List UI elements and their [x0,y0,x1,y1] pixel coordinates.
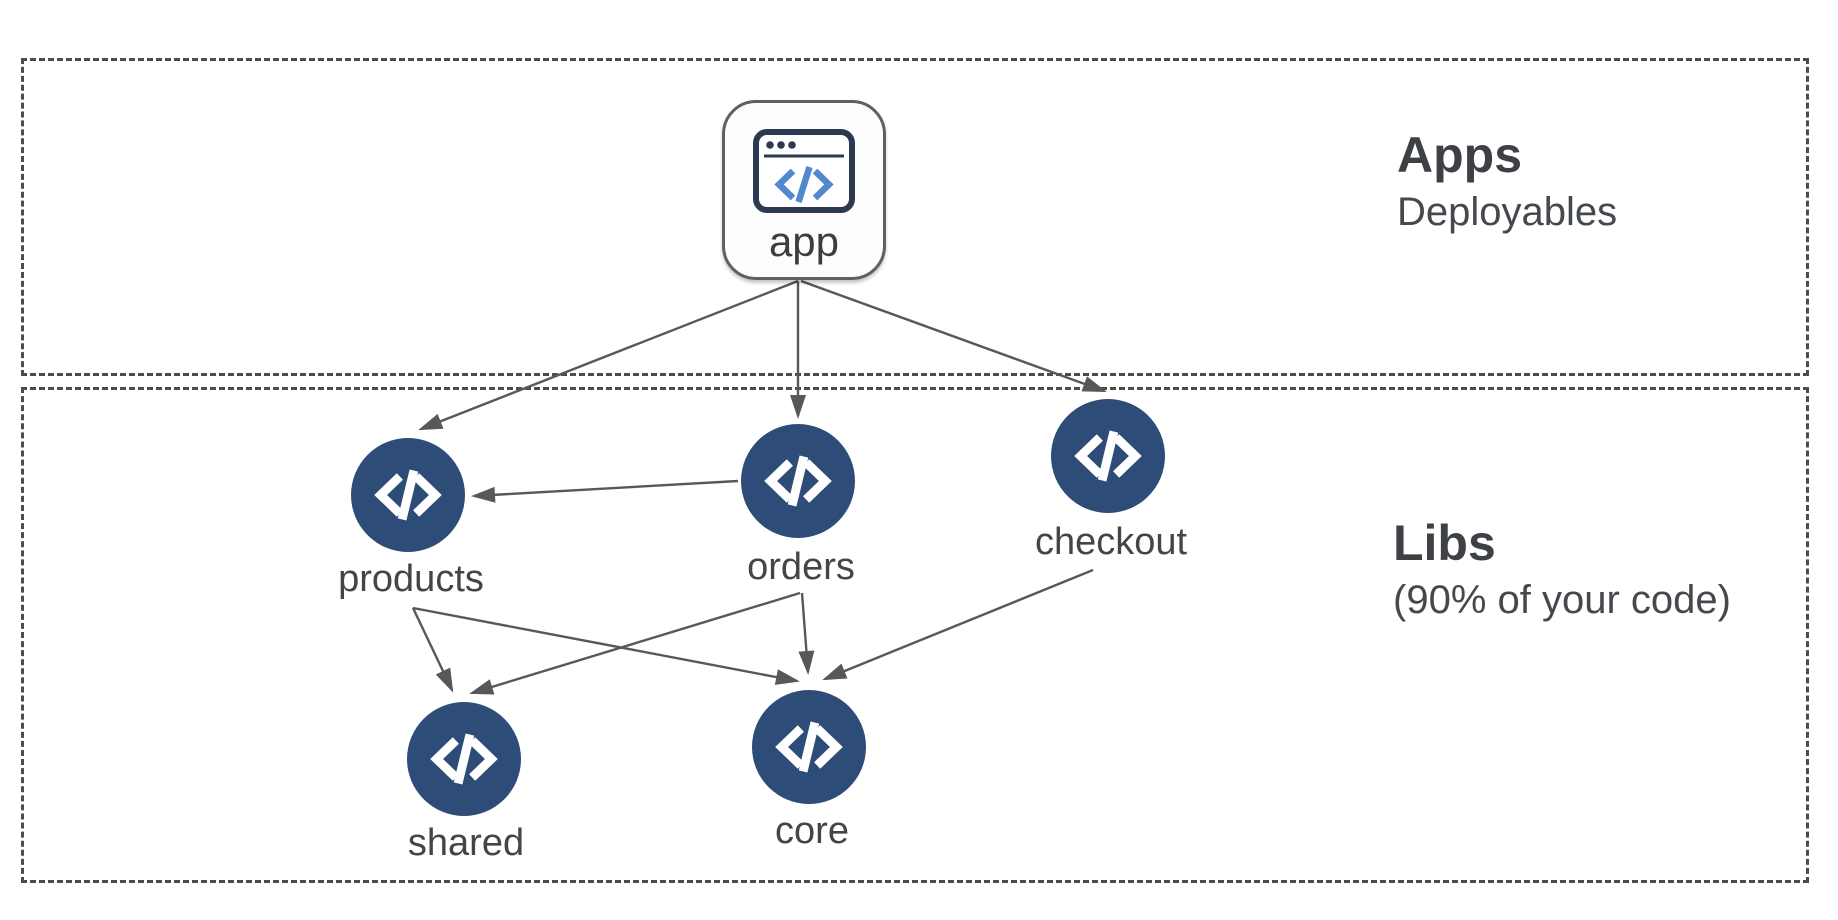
code-icon [430,733,498,785]
node-core-label: core [775,810,849,852]
libs-region-box [21,387,1809,883]
code-icon [764,455,832,507]
node-shared-label: shared [407,822,525,864]
node-app: app [722,100,886,280]
libs-region-label: Libs (90% of your code) [1393,514,1731,625]
libs-title: Libs [1393,515,1496,571]
code-icon [1074,430,1142,482]
browser-code-icon [753,129,855,213]
node-products [351,438,465,552]
code-icon [775,721,843,773]
code-icon [374,469,442,521]
node-orders-label: orders [747,546,855,588]
node-orders [741,424,855,538]
apps-region-label: Apps Deployables [1397,126,1617,237]
node-checkout [1051,399,1165,513]
node-core [752,690,866,804]
apps-title: Apps [1397,127,1522,183]
node-app-label: app [768,218,840,265]
node-checkout-label: checkout [1034,521,1188,563]
node-products-label: products [338,558,484,600]
libs-subtitle: (90% of your code) [1393,578,1731,622]
apps-subtitle: Deployables [1397,190,1618,234]
node-shared [407,702,521,816]
